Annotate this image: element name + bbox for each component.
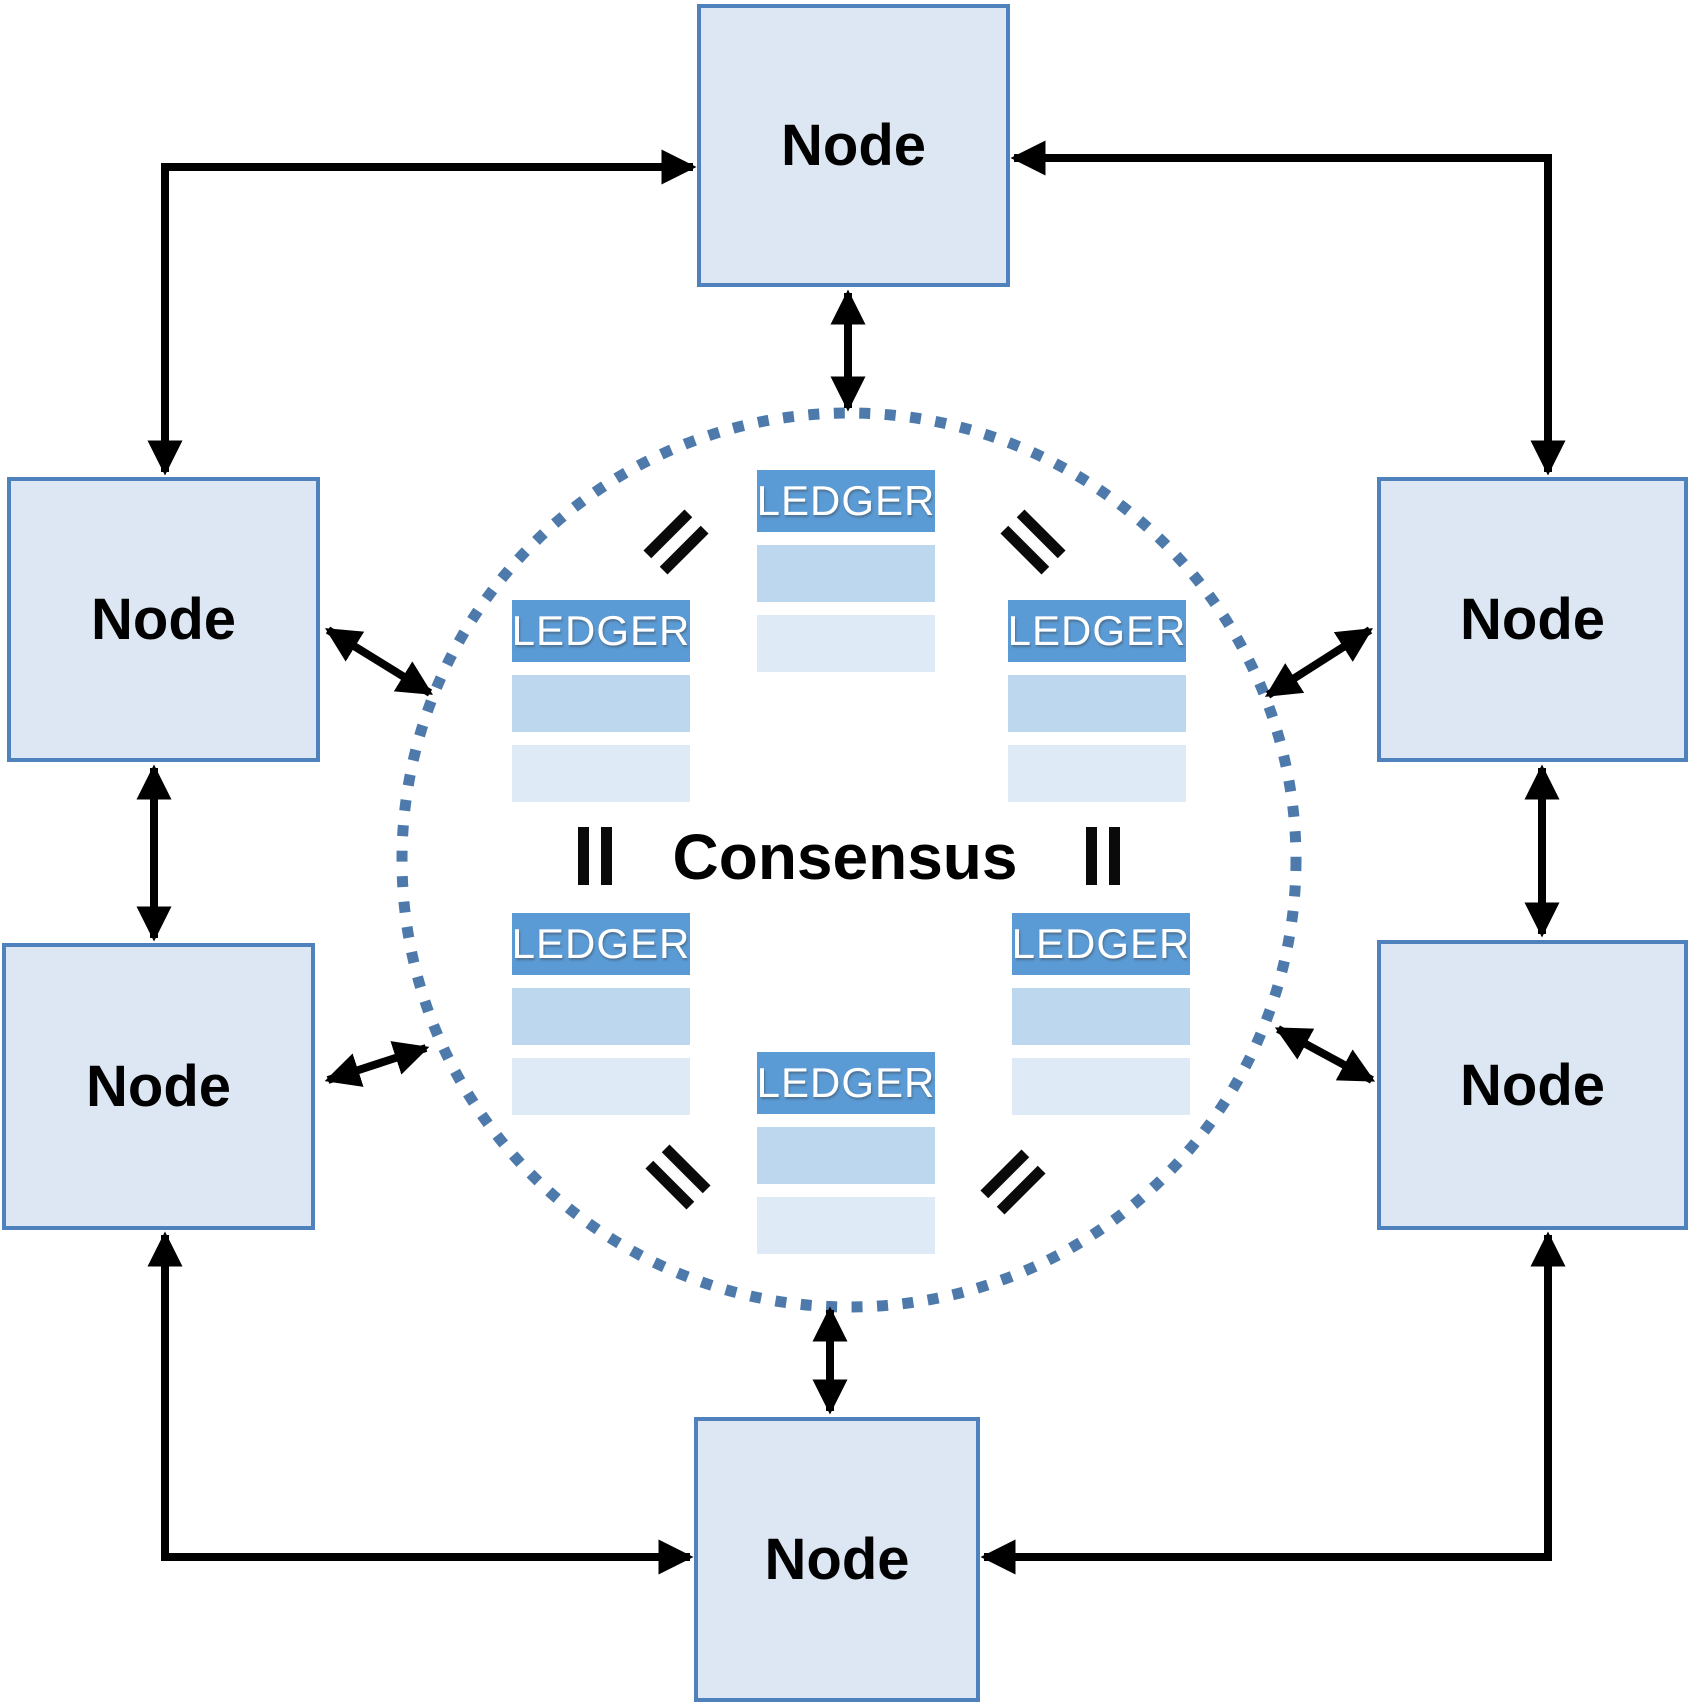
- ledger-row: [1008, 745, 1186, 802]
- ledger-table-top-center: LEDGER: [757, 470, 935, 672]
- elbow-topnode-upperleft: [147, 149, 697, 476]
- ledger-row: [1012, 1058, 1190, 1115]
- ledger-table-upper-right: LEDGER: [1008, 600, 1186, 802]
- arrow-upperright-circle: [1265, 626, 1373, 699]
- elbow-topnode-upperright: [1010, 140, 1566, 476]
- node-box-bottom: Node: [694, 1417, 980, 1702]
- node-box-lower-right: Node: [1377, 940, 1688, 1230]
- equals-bar: [1109, 827, 1120, 885]
- ledger-header: LEDGER: [1012, 913, 1190, 975]
- ledger-row: [757, 1127, 935, 1184]
- equals-bar: [578, 827, 589, 885]
- ledger-header: LEDGER: [757, 1052, 935, 1114]
- ledger-row: [1012, 988, 1190, 1045]
- node-box-upper-right: Node: [1377, 477, 1688, 762]
- node-box-top: Node: [697, 4, 1010, 287]
- ledger-table-lower-left: LEDGER: [512, 913, 690, 1115]
- elbow-bottomnode-lowerright: [980, 1231, 1566, 1575]
- ledger-header: LEDGER: [757, 470, 935, 532]
- ledger-table-bottom-center: LEDGER: [757, 1052, 935, 1254]
- ledger-row: [512, 1058, 690, 1115]
- equals-bar: [1086, 827, 1097, 885]
- ledger-row: [512, 745, 690, 802]
- consensus-circle: [396, 407, 1302, 1313]
- ledger-row: [757, 545, 935, 602]
- ledger-header: LEDGER: [512, 600, 690, 662]
- elbow-bottomnode-lowerleft: [147, 1231, 694, 1575]
- equals-icon: [578, 827, 612, 885]
- node-box-lower-left: Node: [2, 943, 315, 1230]
- ledger-row: [512, 988, 690, 1045]
- equals-bar: [601, 827, 612, 885]
- ledger-table-lower-right: LEDGER: [1012, 913, 1190, 1115]
- ledger-row: [757, 1197, 935, 1254]
- ledger-header: LEDGER: [512, 913, 690, 975]
- arrow-lowerleft-circle: [324, 1041, 430, 1087]
- arrow-lowerright-circle: [1274, 1025, 1376, 1084]
- consensus-label: Consensus: [672, 821, 1018, 893]
- ledger-row: [512, 675, 690, 732]
- ledger-header: LEDGER: [1008, 600, 1186, 662]
- node-box-upper-left: Node: [7, 477, 320, 762]
- equals-icon: [1086, 827, 1120, 885]
- arrow-upperleft-circle: [325, 626, 433, 697]
- ledger-row: [1008, 675, 1186, 732]
- ledger-row: [757, 615, 935, 672]
- ledger-table-upper-left: LEDGER: [512, 600, 690, 802]
